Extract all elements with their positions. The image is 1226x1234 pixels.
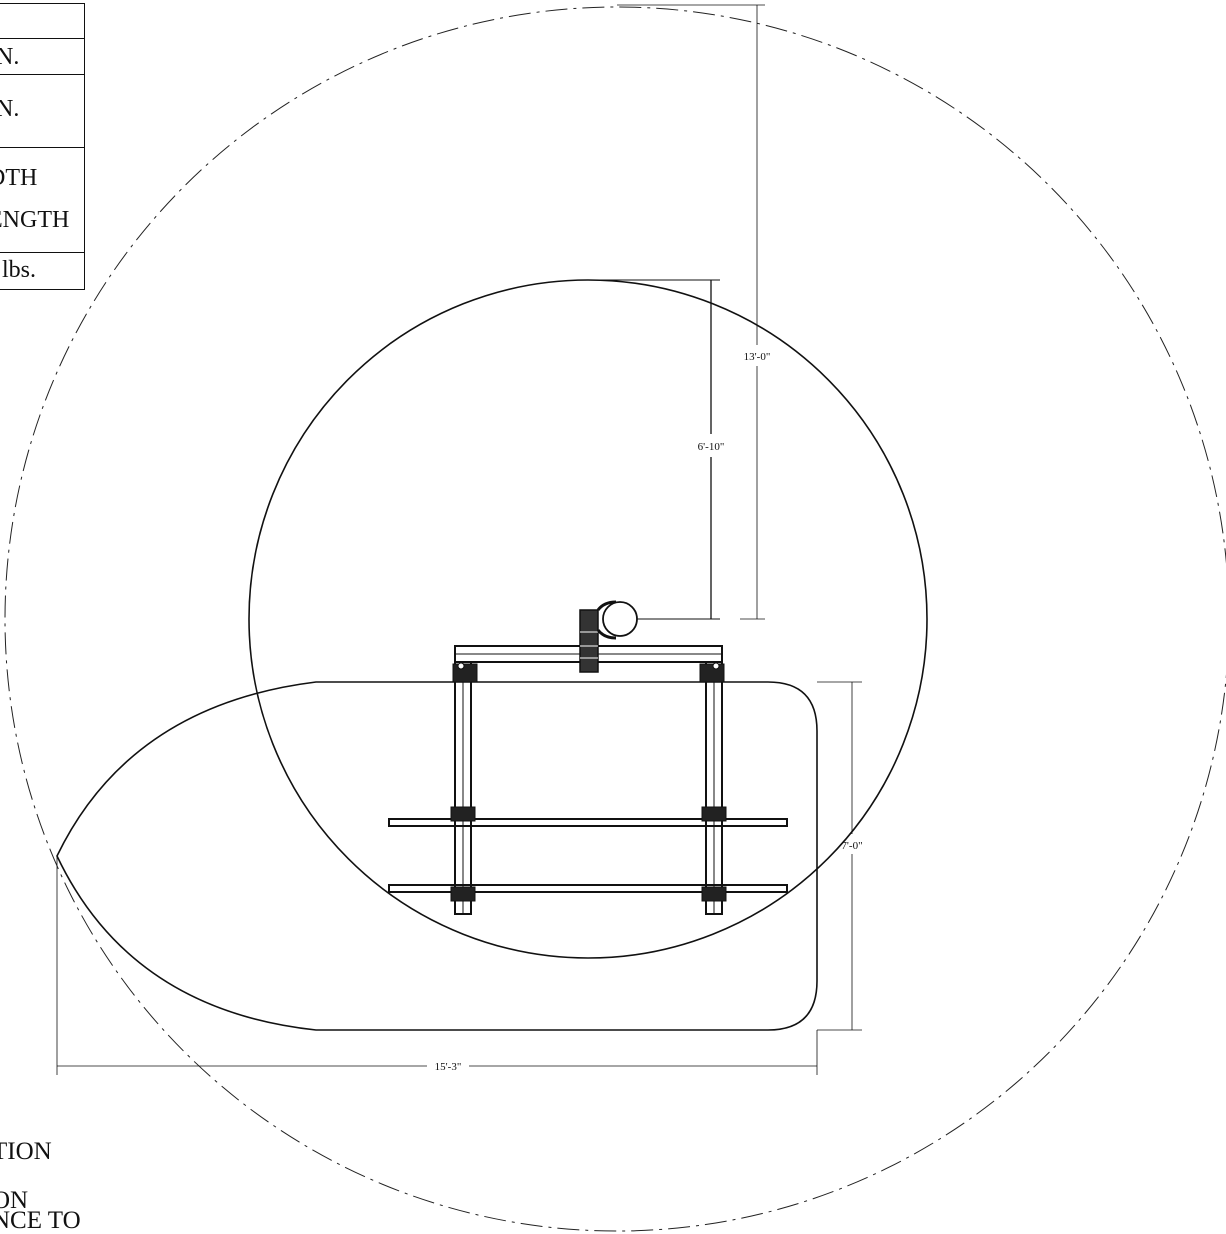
spec-row: IN. (0, 39, 84, 75)
dimension-base-width: 7'-0" (817, 681, 863, 1031)
spec-cell: DTH (0, 165, 38, 191)
machine-frame (388, 645, 788, 915)
spec-row: ) lbs. (0, 253, 84, 289)
spec-row (0, 4, 84, 39)
note-line: NCE TO (0, 1207, 81, 1234)
dimension-inner-radius: 6'-10" (588, 279, 725, 620)
dimension-outer-radius: 13'-0" (617, 4, 771, 620)
spec-cell: IN. (0, 96, 20, 122)
dimension-overall-length: 15'-3" (56, 856, 818, 1075)
spec-cell: ) lbs. (0, 257, 36, 283)
spec-row: IN. (0, 75, 84, 148)
spec-row: DTH ENGTH (0, 148, 84, 253)
spec-cell: IN. (0, 44, 20, 70)
overall-length-label: 15'-3" (435, 1061, 462, 1073)
outer-radius-label: 13'-0" (744, 351, 771, 363)
spec-table: IN. IN. DTH ENGTH ) lbs. (0, 3, 85, 290)
spec-cell: ENGTH (0, 207, 70, 233)
base-width-label: 7'-0" (841, 840, 862, 852)
operator-head (579, 600, 638, 673)
tail-swing-envelope (56, 681, 818, 1031)
note-line: ON (0, 1187, 29, 1214)
inner-radius-label: 6'-10" (698, 441, 725, 453)
note-line: TION (0, 1138, 52, 1165)
